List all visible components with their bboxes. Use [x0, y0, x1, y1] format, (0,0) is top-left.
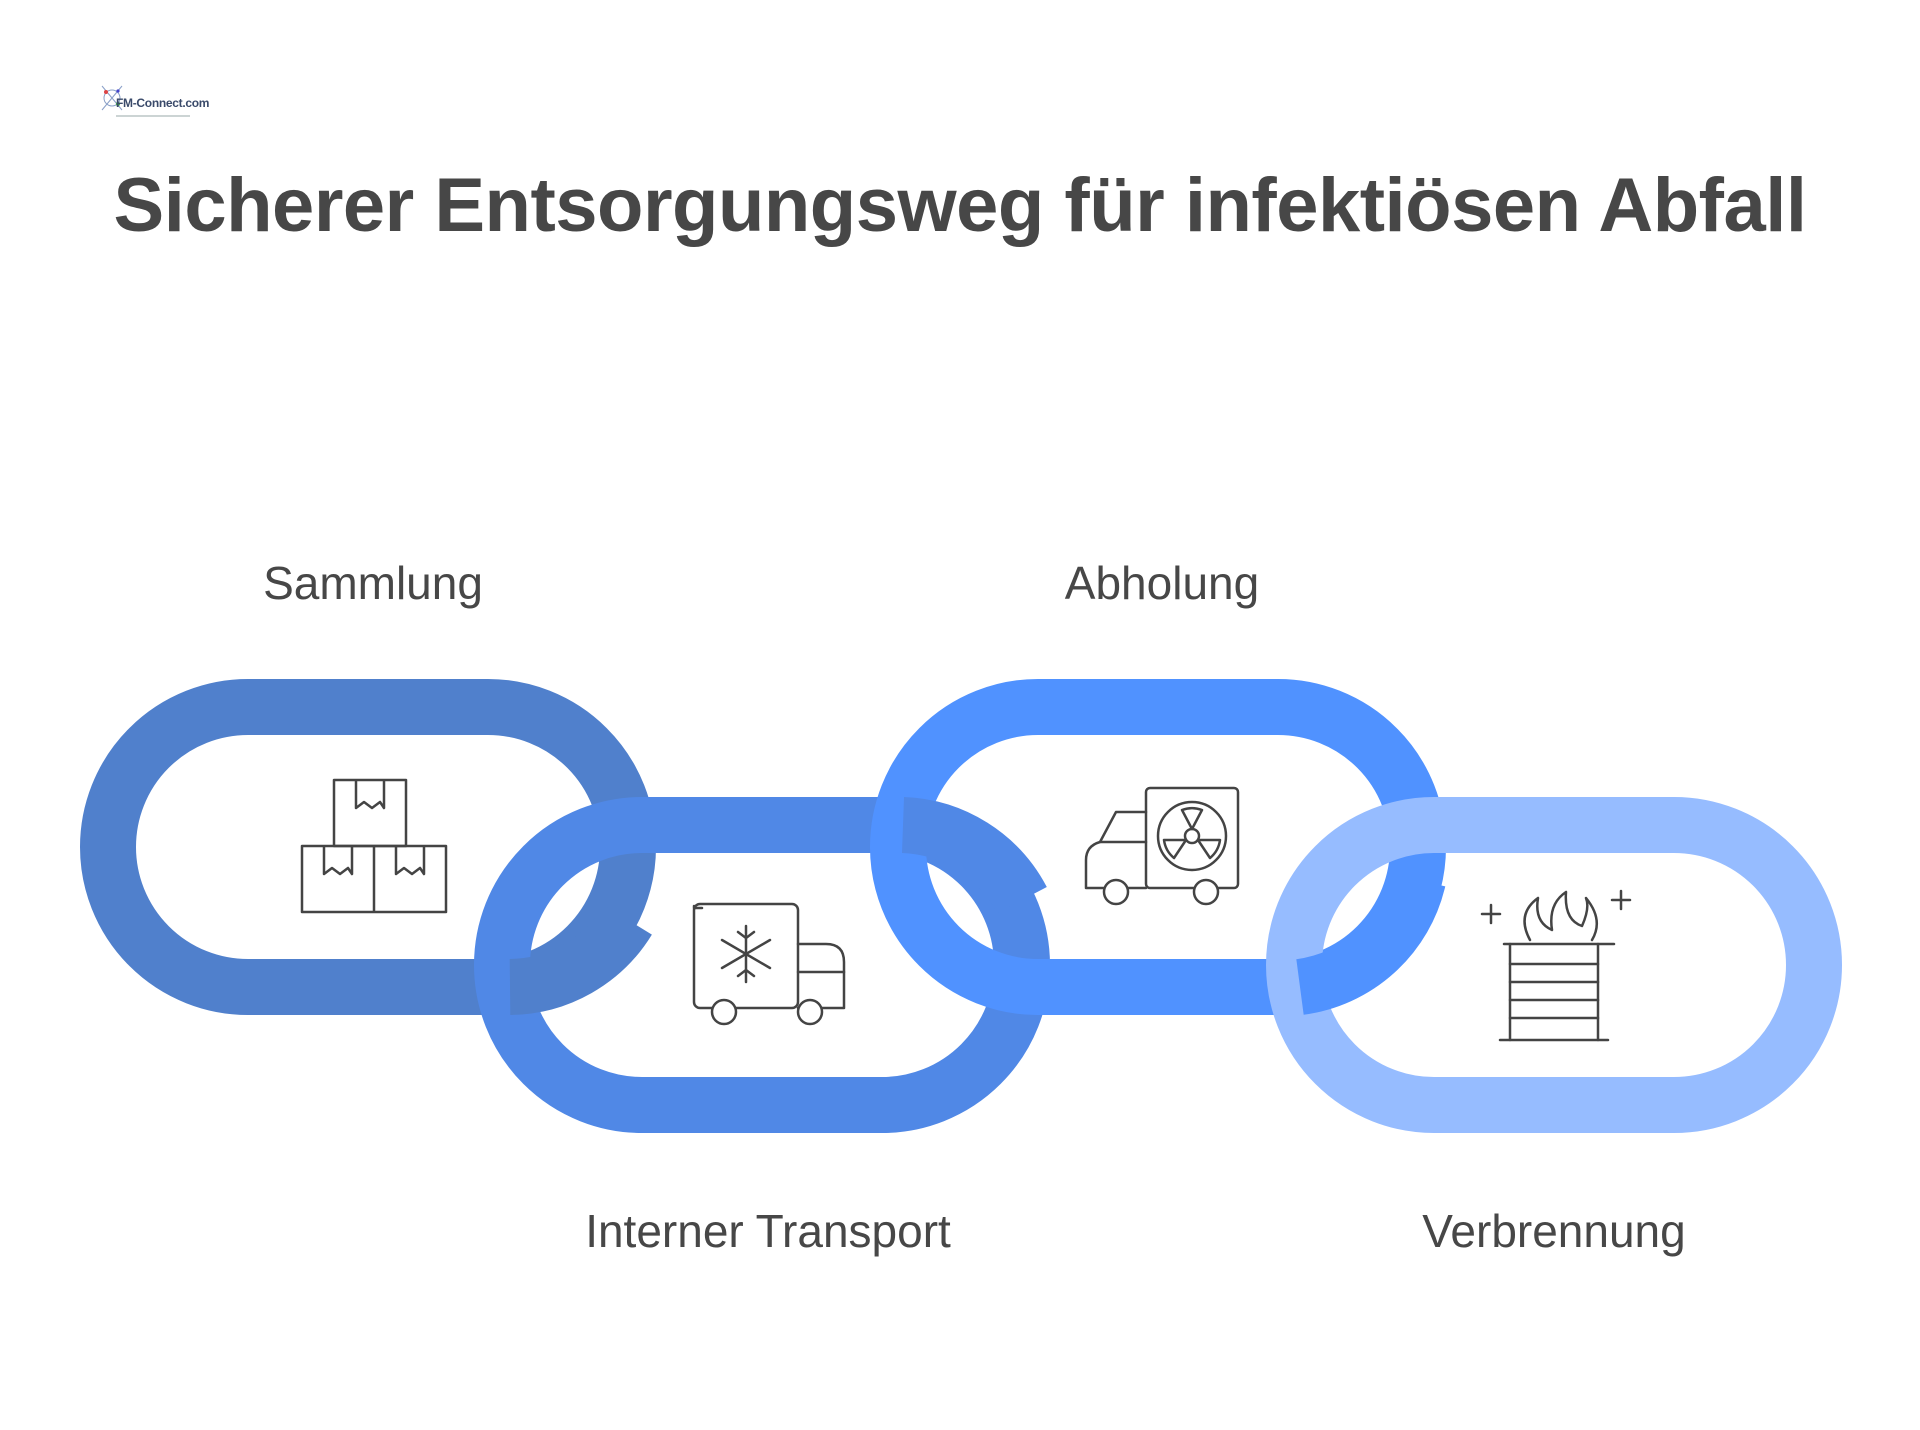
- step-label-verbrennung: Verbrennung: [1422, 1205, 1686, 1257]
- chain-link-sammlung-overlap: [508, 904, 652, 1015]
- incinerator-icon: [1480, 889, 1632, 1042]
- hazard-truck-icon: [1084, 786, 1240, 906]
- stacked-boxes-icon: [300, 778, 448, 914]
- chain-link-verbrennung: [1266, 797, 1842, 1133]
- refrigerated-truck-icon: [692, 902, 846, 1026]
- chain-link-interner-transport-overlap: [901, 797, 1047, 914]
- step-label-abholung: Abholung: [1064, 557, 1260, 609]
- step-label-interner-transport: Interner Transport: [585, 1205, 951, 1257]
- page-title: Sicherer Entsorgungsweg für infektiösen …: [113, 163, 1807, 248]
- chain-link-abholung-overlap: [1295, 872, 1446, 1015]
- logo-emblem: [101, 85, 190, 117]
- logo-brand-text: FM-Connect.com: [116, 96, 210, 110]
- step-label-sammlung: Sammlung: [263, 557, 483, 609]
